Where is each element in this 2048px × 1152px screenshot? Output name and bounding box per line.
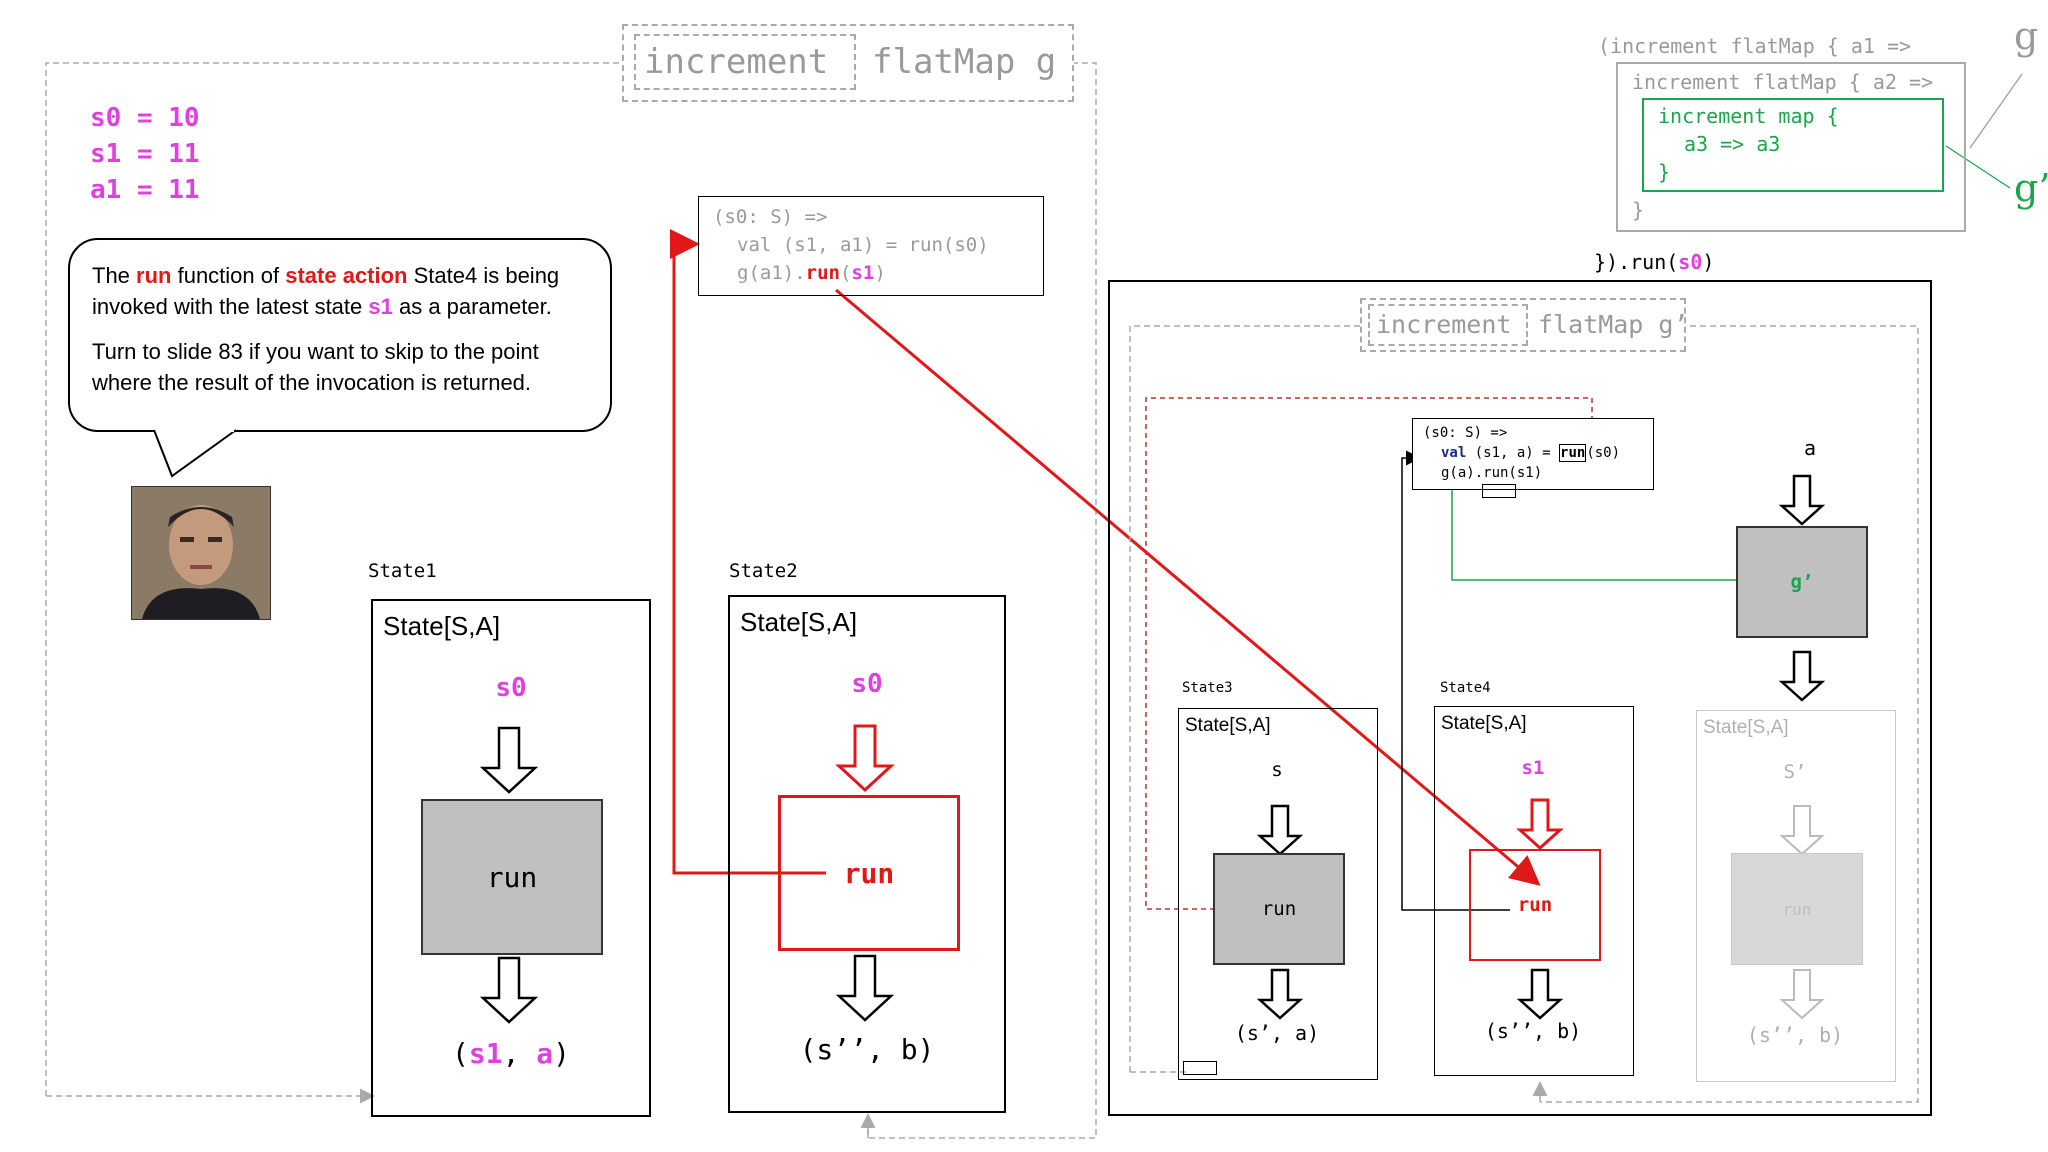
state2-type: State[S,A] bbox=[740, 607, 858, 637]
state5-output: (s’’, b) bbox=[1746, 1023, 1844, 1047]
var-s1: s1 = 11 bbox=[90, 139, 200, 169]
down-arrow bbox=[1256, 804, 1304, 856]
bubble-paragraph-1: The run function of state action State4 … bbox=[92, 263, 560, 319]
faded-down-arrow bbox=[1779, 805, 1825, 856]
map-code-line: increment map { bbox=[1658, 104, 1839, 128]
outer-code-frame: increment flatMap { a2 => increment map … bbox=[1616, 62, 1966, 232]
state3-input: s bbox=[1271, 759, 1283, 781]
red-down-arrow bbox=[835, 724, 895, 793]
flatmap-gprime-label: increment flatMap g’ bbox=[1360, 298, 1689, 352]
inner-green-frame: increment map { a3 => a3 } bbox=[1642, 98, 1944, 192]
state3-marker bbox=[1183, 1061, 1217, 1075]
state4-input: s1 bbox=[1521, 757, 1545, 779]
middle-code-line: increment flatMap { a2 => bbox=[1632, 70, 1934, 94]
red-diagonal-arrow bbox=[835, 288, 1541, 886]
state3-output: (s’, a) bbox=[1234, 1021, 1320, 1045]
gprime-box: g’ bbox=[1736, 526, 1868, 638]
state1-output: (s1, a) bbox=[451, 1037, 570, 1070]
down-arrow bbox=[479, 726, 539, 794]
gprime-label: g’ bbox=[1790, 571, 1814, 593]
state5-box: State[S,A] S’ run (s’’, b) bbox=[1696, 710, 1896, 1082]
run-call-line: }).run(s0) bbox=[1594, 250, 1715, 274]
state1-box: State[S,A] s0 run (s1, a) bbox=[371, 599, 651, 1117]
state3-run-box: run bbox=[1213, 853, 1345, 965]
flatmap-g-text: flatMap g bbox=[872, 42, 1057, 82]
red-link-state2 bbox=[670, 229, 826, 875]
state1-run-box: run bbox=[421, 799, 603, 955]
state1-label: State1 bbox=[368, 560, 437, 582]
state2-input: s0 bbox=[851, 669, 883, 699]
increment-label: increment bbox=[634, 34, 856, 90]
var-s0: s0 = 10 bbox=[90, 103, 200, 133]
code-line-2: val (s1, a1) = run(s0) bbox=[737, 234, 989, 256]
state3-label: State3 bbox=[1182, 680, 1233, 696]
code-line-3: g(a1).run(s1) bbox=[737, 262, 886, 284]
state4-run-label: run bbox=[1517, 894, 1553, 916]
g-letter: g bbox=[2014, 14, 2039, 58]
state4-output: (s’’, b) bbox=[1484, 1019, 1582, 1043]
outer-code-line-1: (increment flatMap { a1 => bbox=[1598, 34, 1912, 58]
state3-box: State[S,A] s run (s’, a) bbox=[1178, 708, 1378, 1080]
state4-run-box: run bbox=[1469, 849, 1601, 961]
state2-run-box: run bbox=[778, 795, 960, 951]
down-arrow bbox=[479, 956, 539, 1024]
down-arrow bbox=[1256, 968, 1304, 1020]
inner-code-line-3: g(a).run(s1) bbox=[1441, 465, 1543, 481]
close-brace-green: } bbox=[1658, 160, 1671, 184]
state4-label: State4 bbox=[1440, 680, 1491, 696]
bubble-paragraph-2: Turn to slide 83 if you want to skip to … bbox=[92, 339, 539, 395]
inner-code-line-1: (s0: S) => bbox=[1423, 425, 1508, 441]
inner-dashed-frame bbox=[1129, 325, 1919, 1103]
inner-flatmap-text: flatMap g’ bbox=[1538, 310, 1689, 339]
state2-output: (s’’, b) bbox=[799, 1033, 935, 1066]
green-link bbox=[1451, 480, 1785, 588]
inner-increment-label: increment bbox=[1368, 304, 1528, 346]
code-line-1: (s0: S) => bbox=[713, 206, 828, 228]
red-down-arrow bbox=[1516, 798, 1564, 851]
var-a1: a1 = 11 bbox=[90, 175, 200, 205]
bubble-tail bbox=[153, 428, 237, 478]
darkred-dashed-link bbox=[1145, 397, 1593, 917]
code-box-inner: (s0: S) => val (s1, a) = run(s0) g(a).ru… bbox=[1412, 418, 1654, 490]
state5-input: S’ bbox=[1783, 761, 1807, 783]
state1-type: State[S,A] bbox=[383, 611, 501, 641]
flatmap-g-label: increment flatMap g bbox=[622, 24, 1074, 102]
state1-run-label: run bbox=[486, 860, 538, 894]
state5-run-box: run bbox=[1731, 853, 1863, 965]
gprime-letter: g’ bbox=[2014, 166, 2048, 210]
speech-bubble: The run function of state action State4 … bbox=[68, 238, 612, 432]
down-arrow bbox=[1516, 968, 1564, 1020]
black-link-state4 bbox=[1401, 450, 1510, 911]
inner-code-line-2: val (s1, a) = run(s0) bbox=[1441, 444, 1621, 462]
right-panel bbox=[1108, 280, 1932, 1116]
inner-code-marker bbox=[1482, 484, 1516, 498]
state1-input: s0 bbox=[495, 673, 527, 703]
state5-type: State[S,A] bbox=[1703, 717, 1789, 738]
code-box-main: (s0: S) => val (s1, a1) = run(s0) g(a1).… bbox=[698, 196, 1044, 296]
state4-type: State[S,A] bbox=[1441, 713, 1527, 734]
state2-run-label: run bbox=[843, 856, 895, 890]
lambda-code-line: a3 => a3 bbox=[1684, 132, 1781, 156]
gbox-input: a bbox=[1803, 436, 1817, 460]
close-brace-gray: } bbox=[1632, 198, 1645, 222]
faded-down-arrow bbox=[1779, 969, 1825, 1020]
state2-box: State[S,A] s0 run (s’’, b) bbox=[728, 595, 1006, 1113]
state2-label: State2 bbox=[729, 560, 798, 582]
variables-block: s0 = 10 s1 = 11 a1 = 11 bbox=[90, 100, 200, 208]
avatar bbox=[131, 486, 271, 620]
state5-run-label: run bbox=[1782, 899, 1812, 919]
down-arrow bbox=[1778, 650, 1826, 702]
down-arrow bbox=[835, 954, 895, 1022]
state4-box: State[S,A] s1 run (s’’, b) bbox=[1434, 706, 1634, 1076]
state3-run-label: run bbox=[1261, 898, 1297, 920]
down-arrow bbox=[1778, 474, 1826, 526]
state3-type: State[S,A] bbox=[1185, 715, 1271, 736]
